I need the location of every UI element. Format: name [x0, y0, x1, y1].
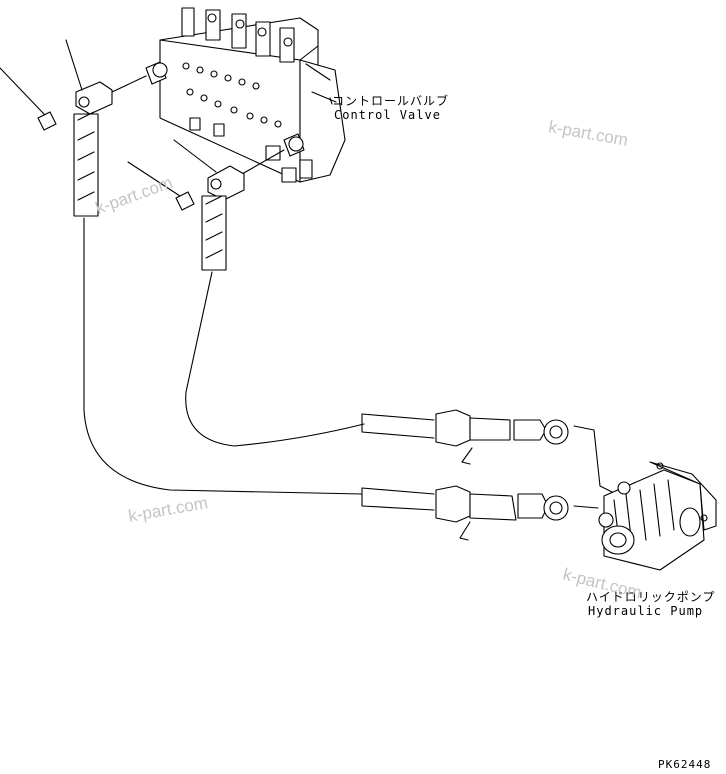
- valve-port-holes: [182, 62, 282, 128]
- control-valve-label-jp: コントロールバルブ: [332, 94, 450, 108]
- hose-assembly-middle: [127, 139, 365, 447]
- control-valve-label-en: Control Valve: [334, 108, 441, 122]
- hydraulic-pump-label-jp: ハイドロリックポンプ: [586, 590, 716, 604]
- pump-hose-fitting-lower: [361, 485, 599, 541]
- part-code: PK62448: [658, 758, 712, 771]
- hydraulic-pump-label-en: Hydraulic Pump: [588, 604, 704, 618]
- hydraulic-pump: [598, 461, 717, 571]
- control-valve: [145, 7, 346, 183]
- hose-assembly-upper: [0, 39, 363, 495]
- pump-hose-fitting-upper: [361, 409, 613, 493]
